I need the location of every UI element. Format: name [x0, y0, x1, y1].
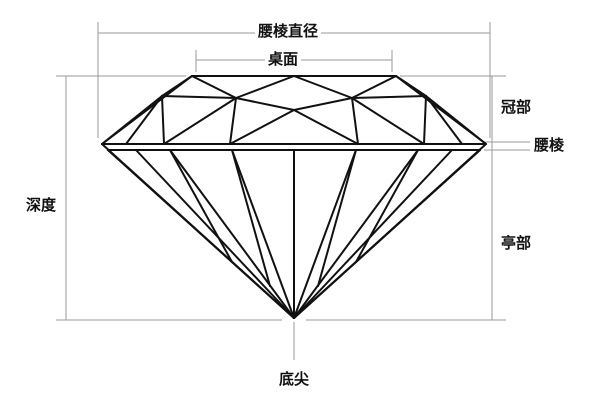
pavilion-facet-line — [355, 149, 419, 263]
pavilion-facet-line — [317, 149, 357, 287]
girdle-label: 腰棱 — [534, 136, 565, 154]
pavilion-facet-line — [135, 149, 295, 319]
pavilion-facet-line — [293, 149, 419, 319]
crown-facet-edge — [425, 95, 487, 145]
pavilion-facet-line — [293, 149, 357, 319]
pavilion-facet-line — [169, 149, 233, 263]
crown-facet-edge — [351, 97, 425, 145]
depth-label: 深度 — [26, 196, 57, 214]
crown-label: 冠部 — [501, 98, 532, 116]
culet-label: 底尖 — [279, 370, 310, 388]
crown-facet-star-line — [191, 75, 397, 99]
pavilion-facet-line — [293, 149, 453, 319]
diamond — [101, 75, 487, 319]
crown-facet-edge — [125, 95, 163, 145]
crown-facet-edge — [423, 95, 427, 145]
crown-facet-edge — [425, 95, 463, 145]
pavilion-label: 亭部 — [501, 234, 532, 252]
crown-facet-edge — [351, 97, 359, 145]
pavilion-facet-line — [231, 149, 295, 319]
pavilion-facet-line — [169, 149, 295, 319]
crown-facet-edge — [161, 95, 165, 145]
crown-facet-edge — [101, 95, 163, 145]
crown-facet-edge — [395, 75, 427, 97]
pavilion-lower-girdle-line — [293, 149, 481, 319]
girdle-diameter-label: 腰棱直径 — [255, 24, 322, 39]
table-label: 桌面 — [265, 52, 302, 67]
crown-facet-edge — [161, 75, 193, 97]
crown-facet-edge — [163, 97, 237, 145]
crown-facet-edge — [229, 109, 295, 145]
pavilion-lower-girdle-line — [107, 149, 295, 319]
crown-facet-edge — [293, 109, 359, 145]
crown-facet-kite-line — [161, 95, 427, 111]
pavilion-facet-line — [231, 149, 271, 287]
crown-facet-edge — [229, 97, 237, 145]
dimension-lines — [56, 22, 530, 360]
